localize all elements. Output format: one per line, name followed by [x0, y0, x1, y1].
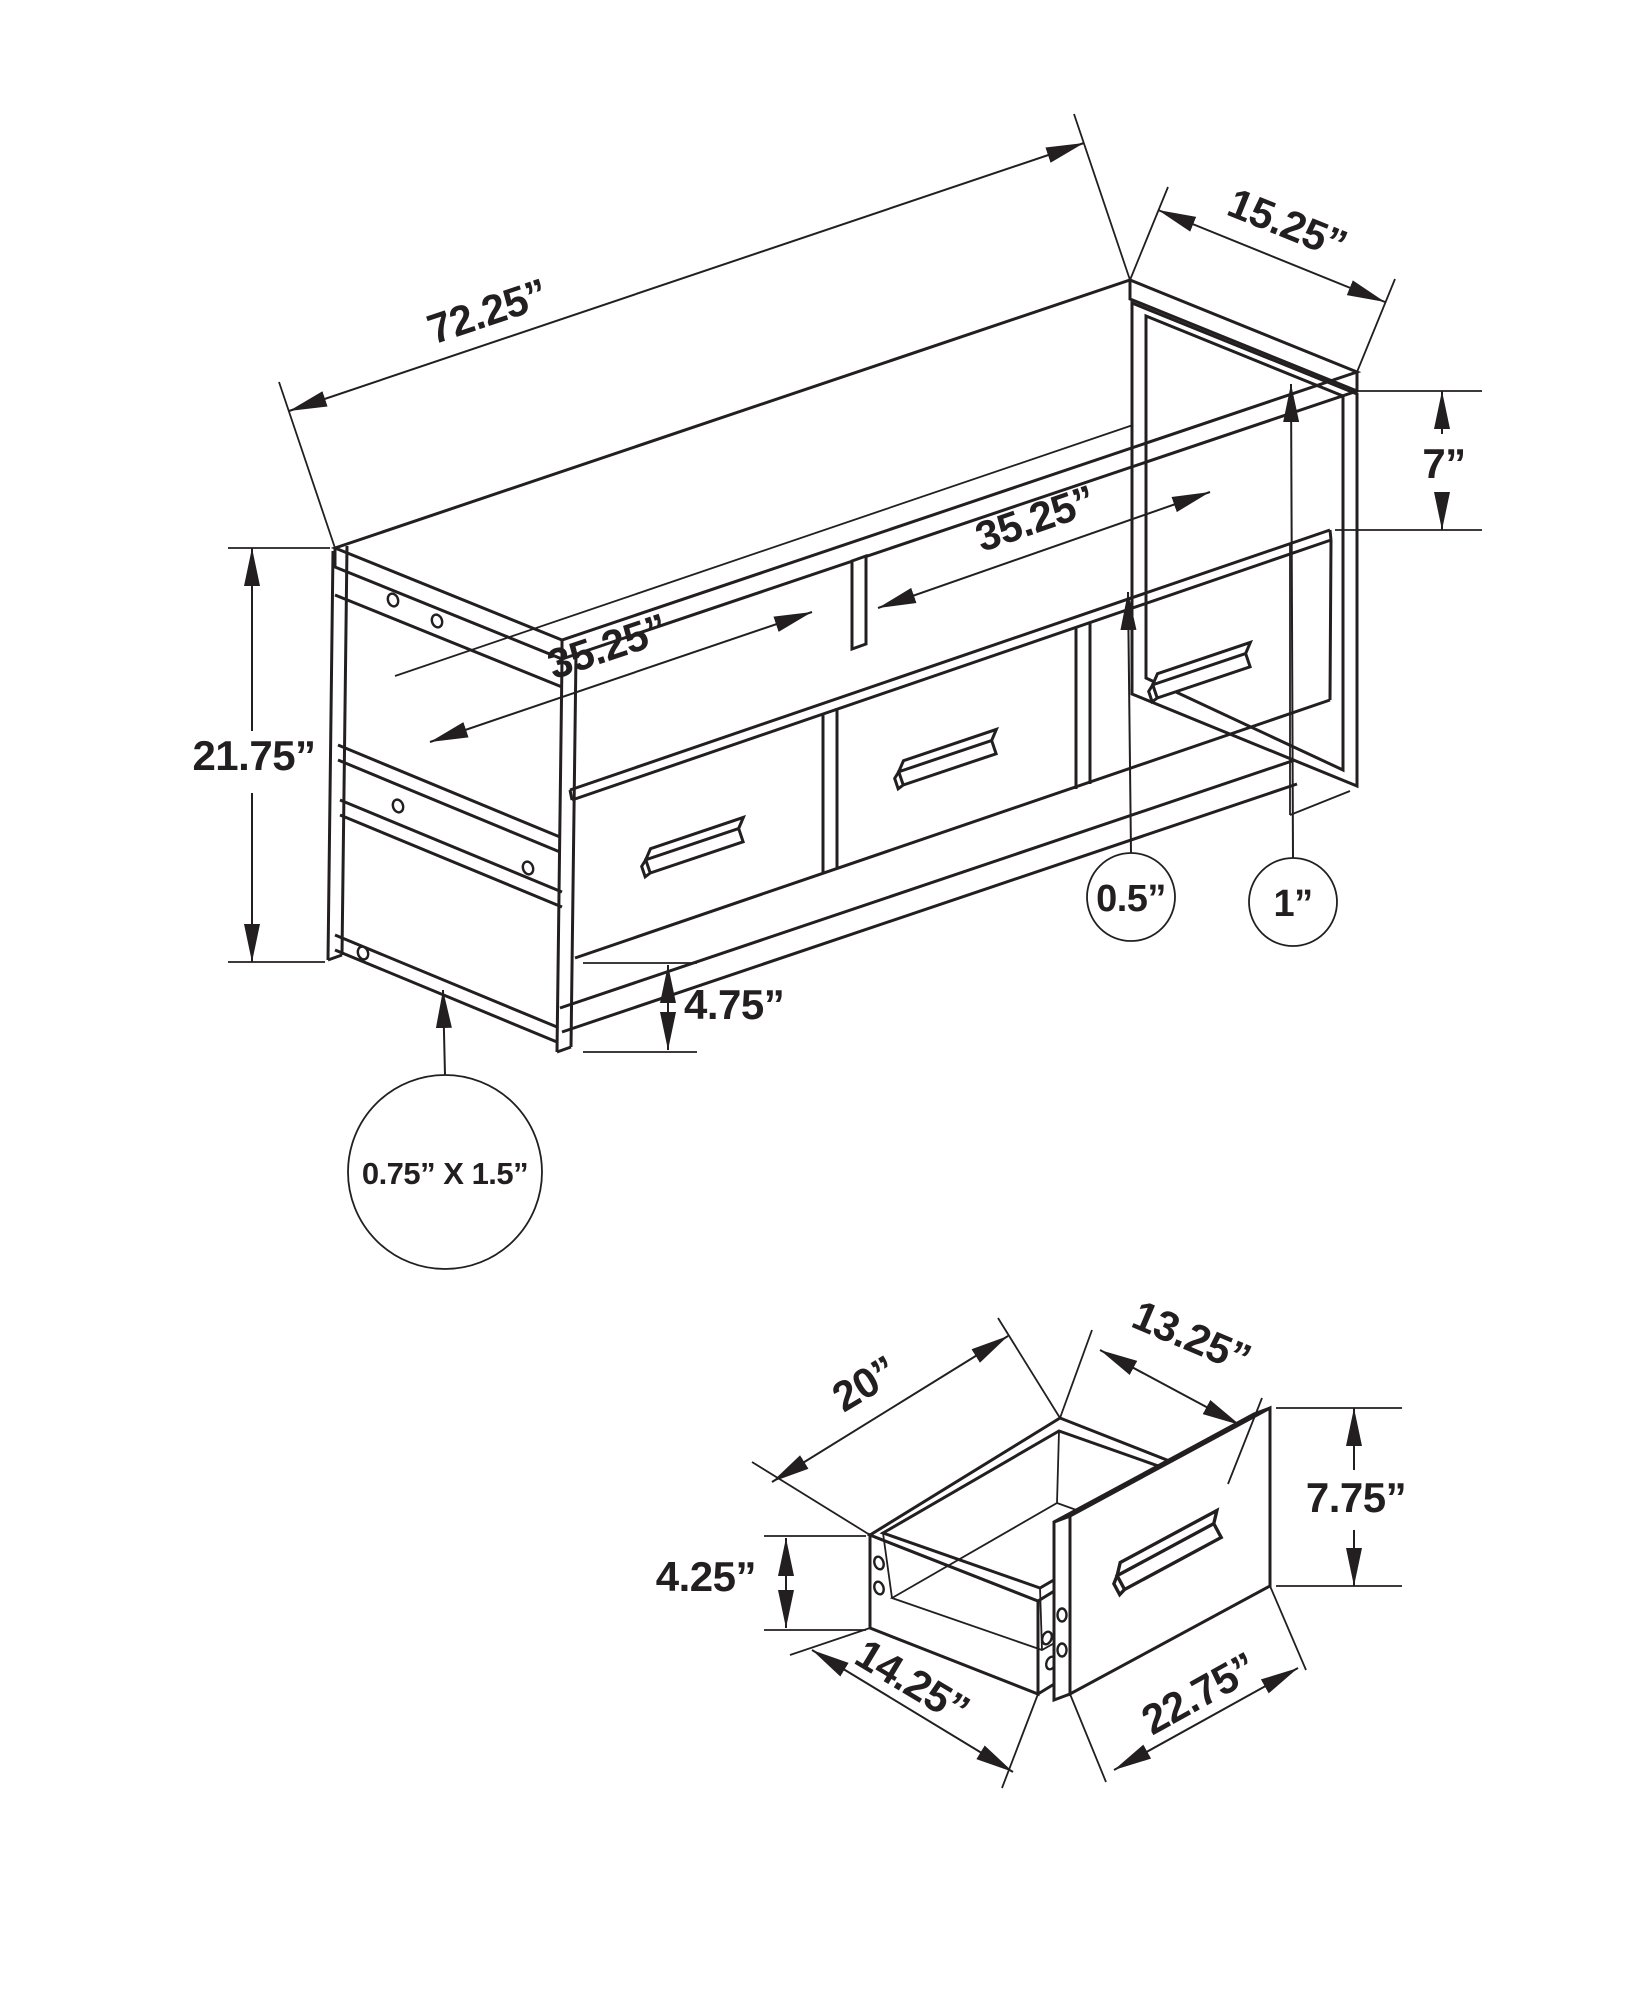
extension-lines — [1059, 1329, 1263, 1485]
extension-lines — [764, 1535, 866, 1631]
bolt-hole — [873, 1555, 885, 1571]
dim-clearance-475: 4.75” — [583, 962, 785, 1053]
bolt-hole — [1040, 1630, 1054, 1646]
bolt-hole — [873, 1580, 885, 1596]
bolt-hole — [1056, 1642, 1068, 1658]
dim-drawer-front-height-775: 7.75” — [1276, 1407, 1407, 1587]
callout-frame-tube: 0.75” X 1.5” — [347, 989, 543, 1270]
bolt-hole — [430, 613, 444, 629]
dim-shelf-left-3525: 35.25” — [429, 604, 813, 743]
extension-lines — [278, 113, 1131, 549]
callout-shelf-thickness: 0.5” — [1086, 591, 1176, 942]
dimension-line — [1113, 1667, 1299, 1771]
dim-label-depth: 15.25” — [1222, 179, 1354, 269]
drawer-detail-view: 20” 13.25” 4.25” 7.75” 14.25” — [656, 1291, 1407, 1789]
dim-label-shelf-thickness: 0.5” — [1096, 878, 1166, 920]
dimension-line — [811, 1649, 1014, 1773]
dim-label-drawer-inner-height: 4.25” — [656, 1553, 756, 1600]
tv-stand-view: 72.25” 15.25” 7” 35.25” 35.25” — [192, 113, 1482, 1270]
dim-label-clearance: 4.75” — [684, 981, 784, 1028]
extension-lines — [1276, 1407, 1402, 1587]
dim-label-drawer-front-width: 22.75” — [1134, 1643, 1264, 1744]
drawer-fronts — [559, 539, 1333, 1034]
dimension-line — [771, 1335, 1009, 1483]
dim-label-height: 21.75” — [192, 732, 315, 779]
cabinet-back-edges — [1289, 545, 1351, 816]
dim-label-drawer-depth: 20” — [824, 1346, 905, 1420]
handle-shape — [1112, 1507, 1224, 1598]
bolt-hole — [1056, 1607, 1068, 1623]
extension-lines — [789, 1627, 1039, 1789]
drawer-handle-left — [640, 814, 747, 880]
bolt-hole — [521, 860, 535, 876]
drawer-panel-handle — [1112, 1507, 1224, 1598]
dim-opening-7: 7” — [1335, 390, 1482, 531]
dim-drawer-inner-height-425: 4.25” — [656, 1535, 866, 1631]
drawer-front-panel — [1052, 1405, 1272, 1703]
dimension-line — [877, 491, 1211, 609]
callout-circle — [1086, 852, 1176, 942]
dim-label-opening: 7” — [1422, 440, 1465, 487]
handle-shape — [1147, 639, 1254, 705]
dim-label-top-thickness: 1” — [1273, 883, 1312, 925]
extension-lines — [1129, 186, 1396, 373]
leader-line — [1283, 383, 1300, 859]
extension-lines — [751, 1317, 1061, 1536]
callout-top-thickness: 1” — [1248, 383, 1338, 947]
drawer-handle-middle — [893, 726, 1000, 792]
handle-shape — [893, 726, 1000, 792]
callout-circle — [347, 1074, 543, 1270]
callout-circle — [1248, 857, 1338, 947]
bolt-hole — [386, 592, 400, 608]
bolt-holes — [356, 592, 535, 961]
dim-label-frame-tube: 0.75” X 1.5” — [362, 1156, 528, 1191]
dim-label-drawer-front-height: 7.75” — [1306, 1474, 1406, 1521]
dimension-line — [1099, 1349, 1241, 1426]
shelf-divider — [850, 553, 868, 652]
dimension-line — [429, 611, 813, 743]
extension-lines — [1069, 1585, 1307, 1783]
leader-line — [435, 989, 452, 1076]
drawer-handle-right — [1147, 639, 1254, 705]
top-board — [330, 278, 1362, 662]
dimension-line — [1157, 209, 1386, 303]
shelf-front-edge — [568, 528, 1333, 802]
handle-shape — [640, 814, 747, 880]
extension-lines — [583, 962, 697, 1053]
bolt-hole — [391, 798, 405, 814]
dim-label-length: 72.25” — [422, 269, 554, 353]
dimension-line — [288, 142, 1085, 412]
extension-lines — [1335, 390, 1482, 531]
leader-line — [1120, 591, 1137, 854]
bolt-hole — [356, 945, 370, 961]
dim-height-2175: 21.75” — [192, 547, 330, 963]
dim-label-drawer-width: 13.25” — [1126, 1291, 1258, 1382]
